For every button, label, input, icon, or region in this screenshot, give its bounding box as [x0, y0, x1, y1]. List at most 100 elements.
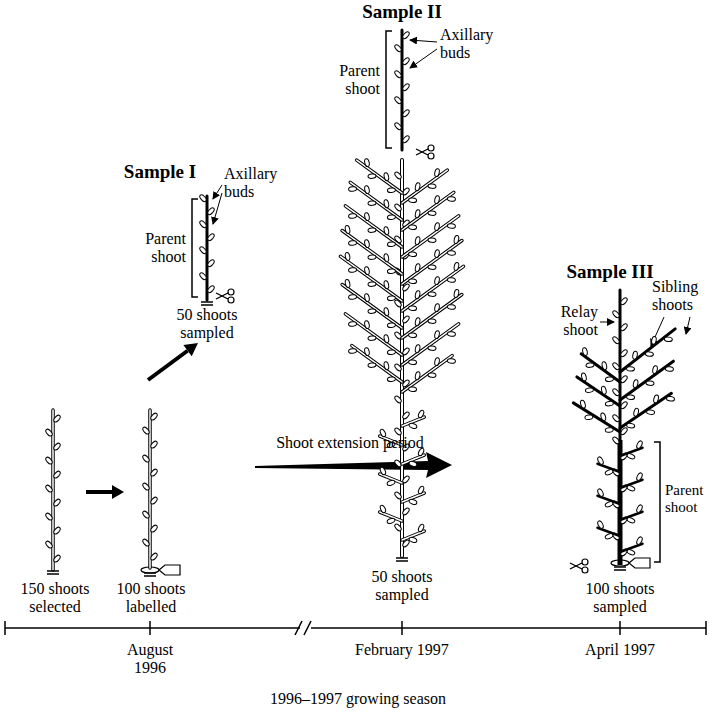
axillary-bud [348, 348, 356, 353]
axillary-bud [142, 426, 151, 435]
axillary-bud [53, 470, 62, 479]
axillary-bud [402, 83, 411, 92]
axillary-bud [364, 158, 370, 167]
axillary-bud [142, 482, 151, 491]
axillary-bud [383, 226, 389, 235]
axillary-bud [207, 207, 216, 216]
axillary-bud [45, 484, 54, 493]
axillary-bud [453, 235, 459, 244]
axillary-bud [408, 225, 416, 230]
axillary-bud [408, 252, 416, 257]
part-label: Parent shoot [665, 482, 710, 515]
axillary-bud [620, 323, 629, 332]
axillary-bud [415, 263, 421, 272]
axillary-bud [402, 187, 411, 196]
axillary-bud [53, 526, 62, 535]
shoot-stroke [402, 170, 447, 203]
shoot-stroke [620, 329, 675, 372]
axillary-bud [646, 409, 655, 414]
axillary-bud [434, 249, 440, 258]
axillary-bud [585, 387, 594, 392]
axillary-bud [368, 228, 376, 233]
axillary-bud [387, 517, 396, 524]
axillary-bud [368, 174, 376, 179]
axillary-bud [368, 363, 376, 368]
axillary-bud [394, 44, 403, 53]
axillary-bud [142, 510, 151, 519]
axillary-bud [394, 523, 403, 532]
axillary-bud [428, 184, 436, 189]
count-label: 100 shoots sampled [578, 580, 662, 615]
scissors-symbol [582, 559, 588, 565]
shoot-stroke [352, 346, 402, 382]
shoot-stroke [342, 285, 402, 328]
axillary-bud [408, 333, 416, 338]
axillary-bud [447, 304, 455, 309]
scissors-symbol [582, 567, 588, 573]
sample-title: Sample I [110, 162, 210, 183]
shoot-stroke [402, 266, 463, 311]
axillary-bud [600, 412, 606, 421]
axillary-bud [45, 456, 54, 465]
axillary-bud [434, 222, 440, 231]
shoot-base [614, 569, 626, 571]
scissors-symbol [416, 149, 428, 155]
step-arrow [86, 490, 112, 494]
axillary-bud [633, 379, 639, 388]
date-label: April 1997 [580, 641, 660, 659]
axillary-bud [620, 297, 629, 306]
shoot-stroke [402, 241, 462, 284]
leader-arrow [213, 40, 690, 346]
shoot-stroke [402, 295, 462, 338]
date-label: February 1997 [347, 641, 457, 659]
axillary-bud [53, 442, 62, 451]
axillary-bud [348, 267, 356, 272]
axillary-bud [620, 349, 629, 358]
axillary-bud [387, 269, 395, 274]
axillary-bud [207, 259, 216, 268]
axillary-bud [394, 96, 403, 105]
axillary-bud [626, 366, 634, 371]
axillary-bud [652, 365, 658, 374]
axillary-bud [364, 293, 370, 302]
count-label: 100 shoots labelled [108, 580, 194, 615]
axillary-bud [345, 252, 351, 261]
axillary-bud [348, 321, 356, 326]
axillary-bud [653, 394, 659, 403]
axillary-bud [605, 501, 614, 508]
axillary-bud [150, 524, 159, 533]
axillary-bud [585, 414, 594, 420]
shoot-stroke [573, 403, 620, 432]
axillary-bud [402, 315, 411, 324]
axillary-bud [415, 182, 421, 191]
axillary-bud [368, 309, 376, 314]
axillary-bud [415, 290, 421, 299]
shoot-stroke [341, 256, 402, 301]
axillary-bud [383, 307, 389, 316]
scissors-symbol [228, 289, 234, 295]
axillary-bud [447, 277, 455, 282]
axillary-bud [626, 453, 635, 460]
scissors-symbol [428, 153, 434, 159]
axillary-bud [612, 414, 621, 423]
axillary-bud [53, 414, 62, 423]
axillary-bud [402, 57, 411, 66]
axillary-bud [645, 352, 653, 357]
axis-label: 1996–1997 growing season [198, 690, 518, 708]
step-arrow [112, 485, 124, 499]
axillary-bud [402, 135, 411, 144]
shoot-base [201, 301, 213, 303]
period-label: Shoot extension period [250, 434, 450, 452]
axillary-bud [651, 336, 657, 345]
axillary-bud [601, 361, 607, 370]
axillary-bud [150, 468, 159, 477]
axillary-bud [142, 454, 151, 463]
shoot-stroke [620, 393, 671, 428]
axillary-bud [665, 366, 673, 371]
axillary-bud [364, 239, 370, 248]
axillary-bud [364, 320, 370, 329]
shoot-stroke [402, 356, 452, 392]
axillary-bud [581, 372, 587, 381]
axillary-bud [379, 504, 386, 513]
axillary-bud [415, 236, 421, 245]
